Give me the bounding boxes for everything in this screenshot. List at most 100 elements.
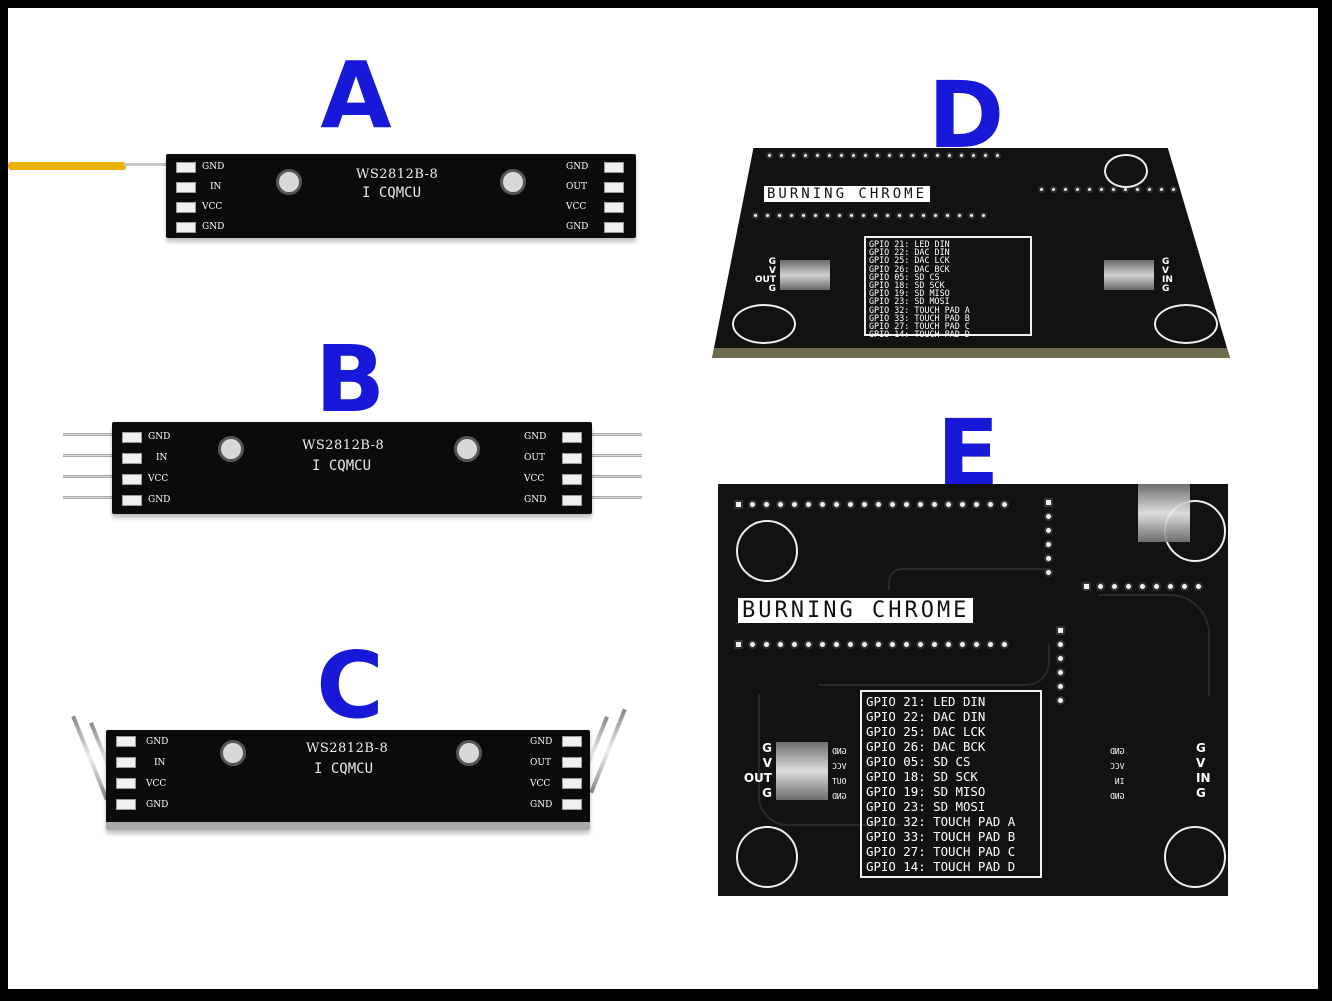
socket-labels-left: GND VCC OUT GND [832, 744, 846, 804]
mount-hole [1164, 826, 1226, 888]
gpio-row: GPIO 19: SD MISO [866, 784, 986, 799]
socket-label: GND [1110, 747, 1125, 756]
wire-tip [124, 163, 178, 166]
pin-label: GND [524, 495, 547, 505]
pad [562, 474, 582, 485]
gpio-row: GPIO 14: TOUCH PAD D [869, 329, 970, 340]
socket-labels-right: GND VCC IN GND [1110, 744, 1124, 804]
gpio-row: GPIO 14: TOUCH PAD D [866, 859, 1016, 874]
board-title: BURNING CHROME [764, 186, 931, 202]
left-header-labels: G V OUT G [736, 742, 772, 802]
pad [604, 202, 624, 213]
header-row-mid [734, 640, 1009, 649]
header-col-mid [1056, 626, 1065, 705]
yellow-wire [8, 162, 126, 170]
pad [116, 757, 136, 768]
left-header-labels: G V OUT G [748, 258, 776, 294]
pin-label: OUT [524, 453, 545, 463]
pad [176, 182, 196, 193]
pad [562, 736, 582, 747]
header-pins-left [776, 742, 828, 800]
pad [176, 162, 196, 173]
panel-label-a: A [320, 42, 392, 149]
gpio-row: GPIO 33: TOUCH PAD B [869, 312, 970, 323]
header-label: G [1162, 284, 1170, 294]
header-label: G [1196, 786, 1206, 800]
pad [122, 453, 142, 464]
right-header-labels: G V IN G [1162, 258, 1180, 294]
pin-label: GND [146, 737, 169, 747]
header-pins-right [1138, 484, 1190, 542]
pad [562, 453, 582, 464]
header-pin [63, 433, 143, 436]
pin-label: GND [202, 222, 225, 232]
pcb-board-e: BURNING CHROME GPIO 21: LED DIN GPIO 22:… [718, 484, 1228, 896]
gpio-row: GPIO 21: LED DIN [869, 239, 950, 249]
gpio-row: GPIO 05: SD CS [869, 271, 940, 282]
header-label: V [1196, 756, 1206, 770]
strip-brand: I CQMCU [314, 761, 374, 777]
header-label: G [762, 741, 772, 755]
gpio-row: GPIO 23: SD MOSI [866, 799, 986, 814]
gpio-row: GPIO 32: TOUCH PAD A [869, 304, 970, 315]
pin-label: GND [202, 162, 225, 172]
pin-label: GND [148, 495, 171, 505]
header-label: G [762, 786, 772, 800]
header-label: G [768, 257, 776, 267]
pin-label: GND [566, 222, 589, 232]
header-pin [63, 496, 143, 499]
header-pin [63, 475, 143, 478]
socket-label: VCC [832, 762, 847, 771]
socket-label: GND [832, 747, 847, 756]
gpio-row: GPIO 22: DAC DIN [869, 247, 950, 258]
gpio-row: GPIO 33: TOUCH PAD B [866, 829, 1016, 844]
pin-label: OUT [530, 758, 551, 768]
gpio-row: GPIO 19: SD MISO [869, 288, 950, 299]
gpio-row: GPIO 32: TOUCH PAD A [866, 814, 1016, 829]
gpio-row: GPIO 18: SD SCK [866, 769, 978, 784]
strip-pcb-c: GND IN VCC GND WS2812B-8 I CQMCU GND OUT… [106, 730, 590, 830]
panel-label-b: B [314, 326, 386, 433]
gpio-row: GPIO 27: TOUCH PAD C [869, 321, 970, 332]
header-pin [568, 475, 642, 478]
socket-label: IN [1114, 777, 1125, 786]
header-label: IN [1162, 275, 1173, 285]
header-label: V [1162, 266, 1169, 276]
header-row-top [734, 500, 1009, 509]
pin-label: IN [210, 182, 222, 192]
pad [116, 778, 136, 789]
header-row-right [1038, 186, 1177, 193]
gpio-row: GPIO 26: DAC BCK [869, 263, 950, 274]
header-col-top [1044, 498, 1053, 577]
pin-label: GND [524, 432, 547, 442]
gpio-row: GPIO 18: SD SCK [869, 280, 945, 291]
strip-model: WS2812B-8 [356, 167, 439, 182]
pad [176, 222, 196, 233]
pad [562, 778, 582, 789]
header-pin [63, 454, 143, 457]
header-label: G [768, 284, 776, 294]
mount-hole [456, 740, 482, 766]
pad [122, 474, 142, 485]
strip-model: WS2812B-8 [306, 741, 389, 756]
gpio-row: GPIO 22: DAC DIN [866, 709, 986, 724]
mount-hole [1104, 154, 1148, 188]
gpio-row: GPIO 25: DAC LCK [866, 724, 986, 739]
gpio-row: GPIO 05: SD CS [866, 754, 971, 769]
pin-label: GND [530, 737, 553, 747]
pad [562, 757, 582, 768]
header-row-right [1082, 582, 1203, 591]
gpio-row: GPIO 25: DAC LCK [869, 255, 950, 266]
mount-hole [276, 169, 302, 195]
strip-model: WS2812B-8 [302, 438, 385, 453]
trace [758, 694, 900, 826]
header-pins-left [780, 260, 830, 290]
photo-collage: A B C D E GND IN VCC GND WS2812B-8 I CQM… [8, 8, 1318, 989]
pin-label: GND [146, 800, 169, 810]
mount-hole [454, 436, 480, 462]
pin-label: IN [156, 453, 168, 463]
pin-label: VCC [146, 779, 167, 789]
header-row-top [766, 152, 1001, 159]
pin-label: VCC [202, 202, 223, 212]
socket-label: VCC [1110, 762, 1125, 771]
